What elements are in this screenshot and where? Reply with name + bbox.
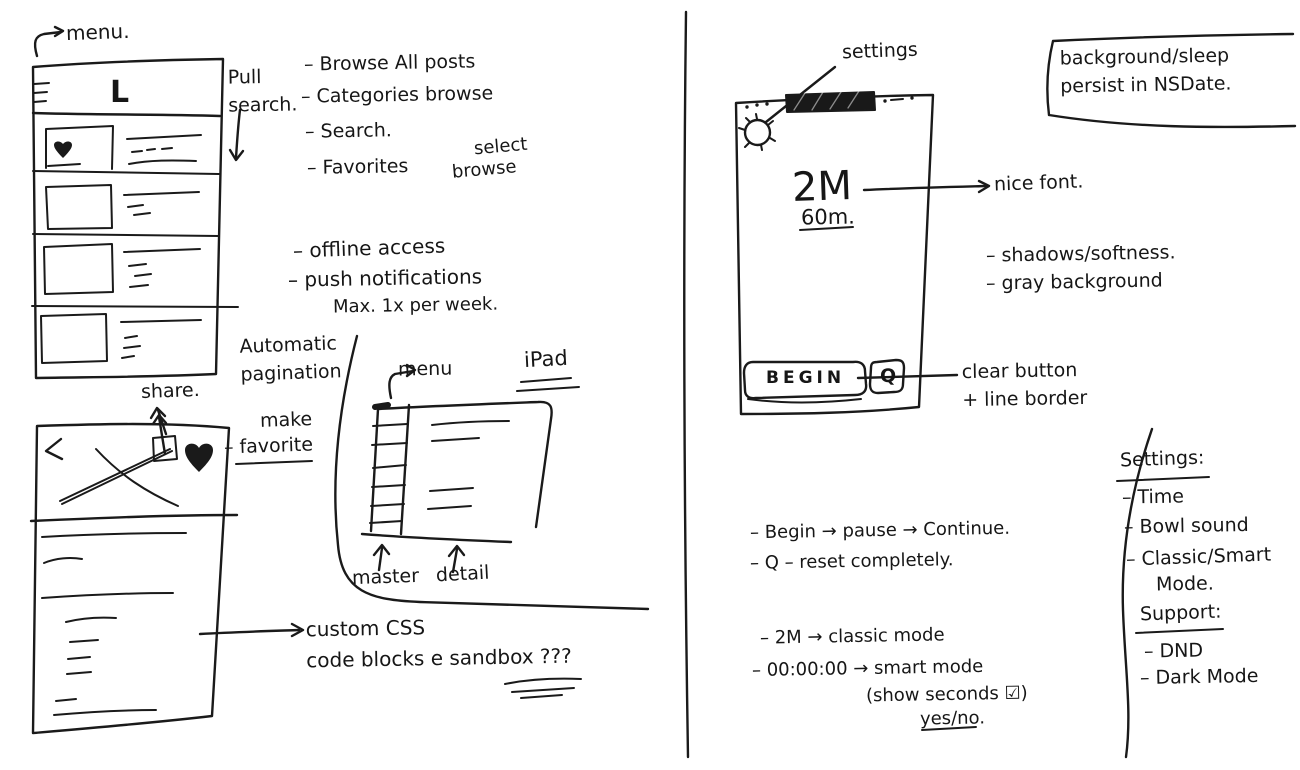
feature-item-search: – Search.	[304, 119, 393, 143]
begin-button: BEGIN	[766, 368, 846, 388]
flow-note-begin-pause-continue: – Begin → pause → Continue.	[749, 517, 1011, 544]
timer-duration: 60m.	[800, 204, 856, 230]
make-favorite-underline	[235, 460, 313, 465]
pull-to-search-annotation: Pull search.	[227, 66, 298, 117]
support-panel-title: Support:	[1139, 600, 1222, 626]
make-favorite-note-line1: make	[259, 408, 313, 432]
image-scribble	[59, 448, 179, 507]
notch-bar	[785, 91, 876, 113]
settings-item-time: – Time	[1121, 485, 1185, 509]
back-chevron-icon	[44, 437, 64, 461]
ipad-title: iPad	[523, 345, 569, 373]
clear-button-note: clear button + line border	[961, 359, 1088, 411]
support-item-dnd: – DND	[1143, 639, 1204, 663]
push-frequency-note: Max. 1x per week.	[332, 293, 499, 318]
menu-annotation-arrow	[33, 25, 65, 58]
nice-font-note: nice font.	[993, 170, 1084, 196]
sleep-persist-note: background/sleep persist in NSDate.	[1059, 44, 1232, 98]
feature-item-favorites: – Favorites	[306, 155, 409, 179]
detail-arrow	[447, 544, 466, 574]
timer-phone-wireframe	[734, 90, 935, 416]
share-annotation-arrow	[149, 406, 168, 436]
duration-underline	[799, 226, 854, 231]
heart-icon	[54, 141, 72, 158]
share-annotation: share.	[140, 378, 201, 404]
clear-button-pointer-line	[856, 373, 959, 380]
feature-item-browse-all: – Browse All posts	[303, 50, 476, 76]
make-favorite-note-line2: – favorite	[223, 433, 314, 459]
app-logo: L	[110, 75, 130, 110]
pull-to-search-arrow	[228, 108, 245, 162]
support-item-dark-mode: – Dark Mode	[1139, 664, 1259, 690]
show-seconds-note: (show seconds ☑)	[865, 682, 1028, 707]
offline-access-note: – offline access	[292, 233, 446, 263]
hamburger-icon	[33, 82, 50, 103]
reset-button-outline	[868, 358, 906, 395]
detail-view-phone-wireframe	[29, 413, 239, 735]
smart-mode-note: – 00:00:00 → smart mode	[751, 655, 984, 682]
yes-no-note: yes/no.	[919, 707, 986, 730]
share-icon	[151, 413, 178, 462]
settings-panel-brace	[1121, 427, 1154, 759]
sandbox-underline	[504, 677, 582, 699]
push-notifications-note: – push notifications	[287, 264, 483, 292]
gray-background-note: – gray background	[985, 269, 1163, 295]
automatic-pagination-note: Automatic pagination	[239, 332, 342, 386]
nice-font-arrow	[862, 179, 991, 194]
master-arrow	[372, 543, 391, 572]
ipad-menu-annotation: menu	[397, 357, 453, 381]
begin-button-outline	[742, 360, 868, 404]
classic-mode-note: – 2M → classic mode	[759, 624, 945, 649]
feature-item-categories: – Categories browse	[300, 82, 494, 108]
menu-annotation: menu.	[65, 18, 130, 46]
ipad-menu-arrow	[388, 363, 417, 400]
shadows-note: – shadows/softness.	[985, 241, 1176, 267]
custom-css-arrow	[198, 622, 305, 638]
ipad-enclosure-line	[334, 334, 650, 611]
heart-icon	[185, 443, 213, 472]
settings-item-classic-smart: – Classic/Smart	[1125, 543, 1272, 571]
sleep-note-box	[1046, 32, 1297, 129]
ipad-device-wireframe	[360, 400, 553, 544]
list-view-phone-wireframe	[31, 57, 239, 380]
master-label: master	[351, 564, 420, 590]
settings-item-bowl-sound: – Bowl sound	[1123, 513, 1249, 539]
ipad-title-underline	[516, 377, 580, 392]
settings-item-mode: Mode.	[1155, 572, 1214, 596]
gear-icon	[738, 113, 776, 151]
settings-panel-title: Settings:	[1119, 446, 1205, 472]
settings-annotation: settings	[841, 38, 919, 64]
reset-button: Q	[880, 365, 897, 387]
detail-label: detail	[435, 561, 490, 587]
heading-underlines	[921, 476, 1224, 731]
page-divider-line	[683, 10, 690, 759]
custom-css-note: custom CSS code blocks e sandbox ???	[305, 615, 572, 673]
flow-note-reset: – Q – reset completely.	[749, 549, 954, 574]
